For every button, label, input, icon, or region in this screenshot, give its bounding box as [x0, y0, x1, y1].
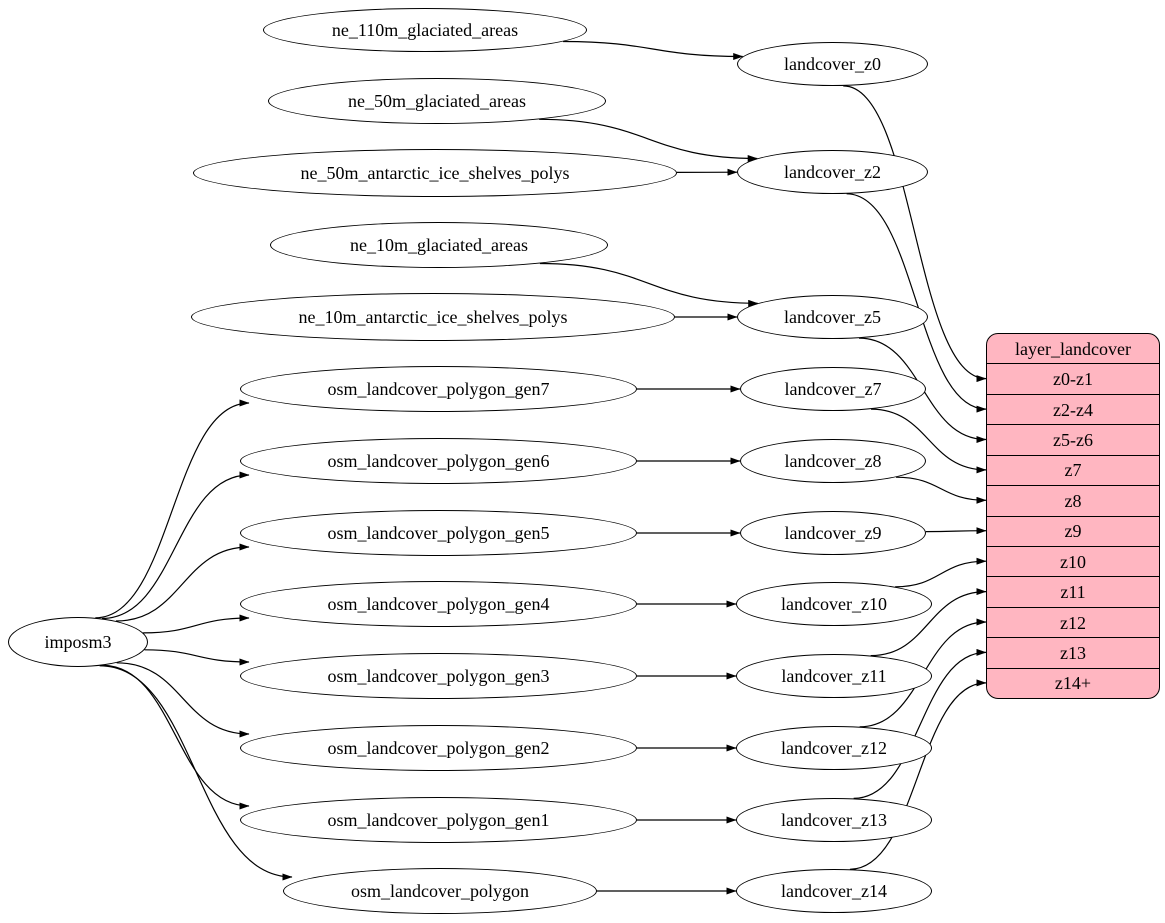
node-osm-landcover-polygon-gen6: osm_landcover_polygon_gen6: [240, 438, 637, 484]
record-layer-landcover: layer_landcover z0-z1 z2-z4 z5-z6 z7 z8 …: [986, 333, 1160, 699]
node-landcover-z7: landcover_z7: [740, 367, 926, 411]
node-ne-50m-antarctic-ice-shelves-polys: ne_50m_antarctic_ice_shelves_polys: [193, 149, 677, 197]
node-osm-landcover-polygon-gen2: osm_landcover_polygon_gen2: [240, 725, 637, 771]
node-landcover-z2: landcover_z2: [737, 150, 928, 194]
node-landcover-z12: landcover_z12: [736, 726, 932, 770]
record-row-z13: z13: [987, 637, 1159, 667]
node-ne-50m-glaciated-areas: ne_50m_glaciated_areas: [268, 78, 606, 124]
node-ne-110m-glaciated-areas: ne_110m_glaciated_areas: [263, 8, 587, 52]
node-landcover-z5: landcover_z5: [737, 295, 928, 339]
record-row-z7: z7: [987, 454, 1159, 485]
record-row-z12: z12: [987, 606, 1159, 637]
record-row-z8: z8: [987, 485, 1159, 515]
node-osm-landcover-polygon-gen3: osm_landcover_polygon_gen3: [240, 653, 637, 699]
node-imposm3: imposm3: [8, 617, 148, 667]
node-landcover-z14: landcover_z14: [736, 869, 932, 913]
node-osm-landcover-polygon-gen7: osm_landcover_polygon_gen7: [240, 366, 637, 412]
record-row-z11: z11: [987, 576, 1159, 606]
record-row-z0-z1: z0-z1: [987, 363, 1159, 393]
node-osm-landcover-polygon: osm_landcover_polygon: [283, 868, 597, 914]
record-row-z2-z4: z2-z4: [987, 393, 1159, 424]
node-osm-landcover-polygon-gen5: osm_landcover_polygon_gen5: [240, 510, 637, 556]
node-landcover-z8: landcover_z8: [740, 439, 926, 483]
node-landcover-z13: landcover_z13: [736, 798, 932, 842]
record-row-z9: z9: [987, 515, 1159, 546]
node-ne-10m-antarctic-ice-shelves-polys: ne_10m_antarctic_ice_shelves_polys: [191, 293, 675, 341]
node-osm-landcover-polygon-gen1: osm_landcover_polygon_gen1: [240, 797, 637, 843]
node-ne-10m-glaciated-areas: ne_10m_glaciated_areas: [270, 222, 608, 268]
node-landcover-z9: landcover_z9: [740, 511, 926, 555]
node-landcover-z0: landcover_z0: [737, 42, 928, 86]
record-row-z5-z6: z5-z6: [987, 424, 1159, 454]
node-landcover-z11: landcover_z11: [736, 654, 932, 698]
record-title: layer_landcover: [1015, 338, 1131, 359]
record-row-z10: z10: [987, 545, 1159, 576]
record-row-z14plus: z14+: [987, 667, 1159, 698]
node-landcover-z10: landcover_z10: [736, 582, 932, 626]
node-osm-landcover-polygon-gen4: osm_landcover_polygon_gen4: [240, 581, 637, 627]
